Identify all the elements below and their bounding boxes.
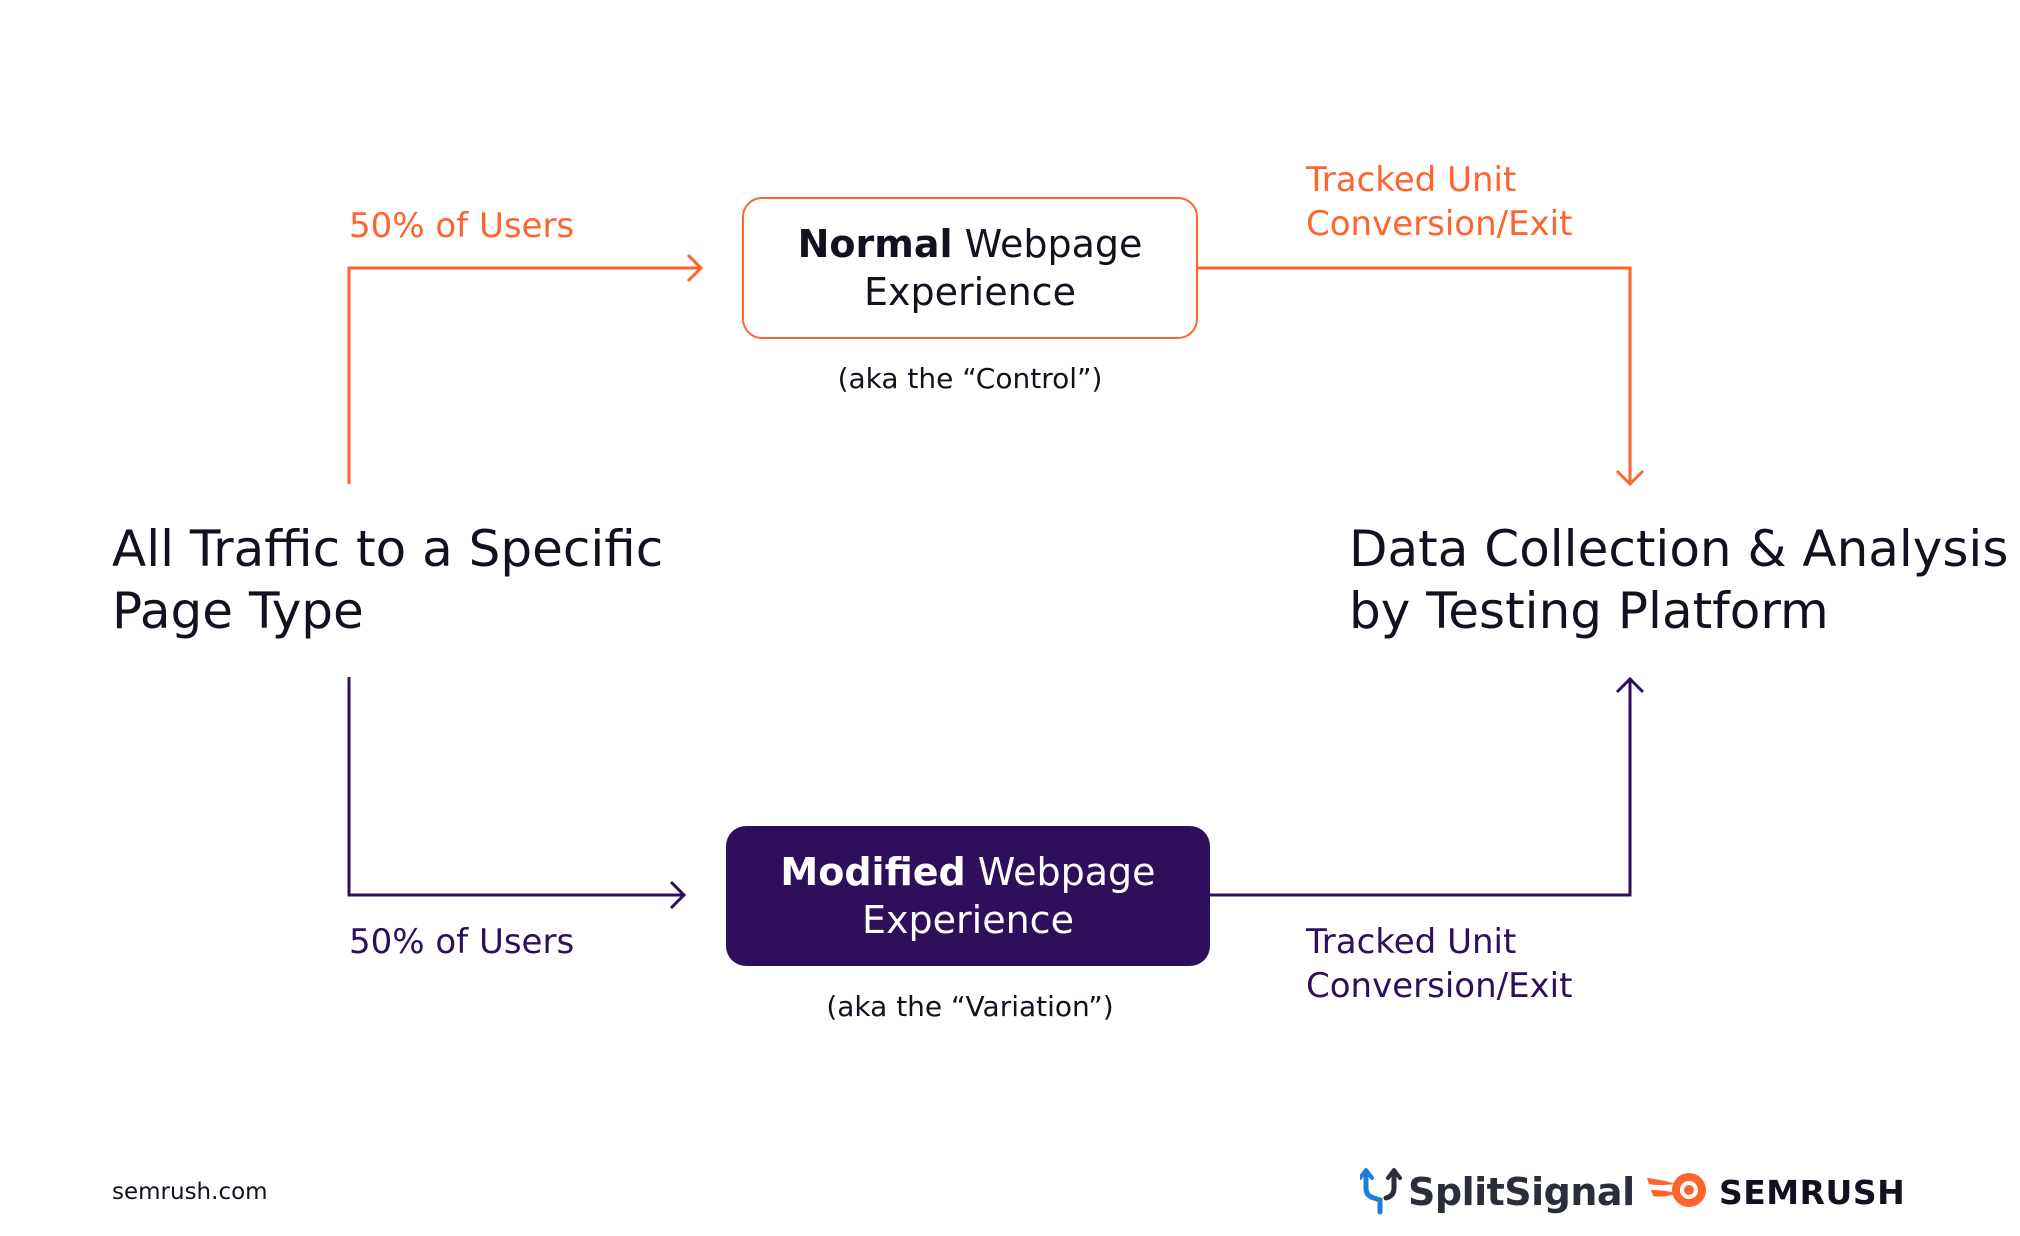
- variation-result-line: [1210, 679, 1632, 897]
- splitsignal-brand: SplitSignal: [1358, 1164, 1635, 1220]
- semrush-brand-name: SEMRUSH: [1719, 1172, 1906, 1212]
- semrush-brand: SEMRUSH: [1645, 1164, 1905, 1220]
- destination-label-line2: by Testing Platform: [1349, 582, 1829, 640]
- control-tracked-line2: Conversion/Exit: [1306, 204, 1573, 244]
- source-node-label: All Traffic to a Specific Page Type: [112, 518, 663, 642]
- control-box-line2: Experience: [864, 270, 1076, 314]
- control-users-label: 50% of Users: [349, 206, 575, 246]
- variation-experience-box: Modified Webpage Experience: [726, 826, 1210, 966]
- variation-aka-caption: (aka the “Variation”): [826, 990, 1114, 1023]
- control-split-arrowhead: [686, 253, 704, 283]
- destination-label-line1: Data Collection & Analysis: [1349, 520, 2009, 578]
- variation-tracked-line1: Tracked Unit: [1306, 922, 1517, 962]
- control-box-bold: Normal: [797, 222, 953, 266]
- control-split-line: [347, 266, 700, 484]
- variation-box-rest: Webpage: [965, 850, 1156, 894]
- control-experience-box: Normal Webpage Experience: [742, 197, 1198, 339]
- variation-result-arrowhead: [1615, 676, 1645, 694]
- splitsignal-logo-icon: [1358, 1164, 1402, 1220]
- variation-split-line: [347, 677, 684, 897]
- splitsignal-brand-name: SplitSignal: [1408, 1170, 1635, 1214]
- variation-tracked-line2: Conversion/Exit: [1306, 966, 1573, 1006]
- variation-box-line2: Experience: [862, 898, 1074, 942]
- variation-tracked-label: Tracked Unit Conversion/Exit: [1306, 920, 1572, 1008]
- variation-users-label: 50% of Users: [349, 922, 575, 962]
- source-label-line1: All Traffic to a Specific: [112, 520, 664, 578]
- footer-url[interactable]: semrush.com: [112, 1179, 268, 1205]
- control-result-line: [1198, 266, 1632, 484]
- variation-box-bold: Modified: [780, 850, 966, 894]
- control-aka-caption: (aka the “Control”): [837, 362, 1103, 395]
- variation-box-line1: Modified Webpage: [780, 848, 1155, 896]
- control-tracked-label: Tracked Unit Conversion/Exit: [1306, 158, 1572, 246]
- variation-split-arrowhead: [669, 880, 687, 910]
- destination-node-label: Data Collection & Analysis by Testing Pl…: [1349, 518, 2008, 642]
- source-label-line2: Page Type: [112, 582, 364, 640]
- semrush-logo-icon: [1645, 1170, 1711, 1214]
- control-box-line1: Normal Webpage: [798, 220, 1143, 268]
- control-result-arrowhead: [1615, 469, 1645, 487]
- control-box-rest: Webpage: [952, 222, 1143, 266]
- control-tracked-line1: Tracked Unit: [1306, 160, 1517, 200]
